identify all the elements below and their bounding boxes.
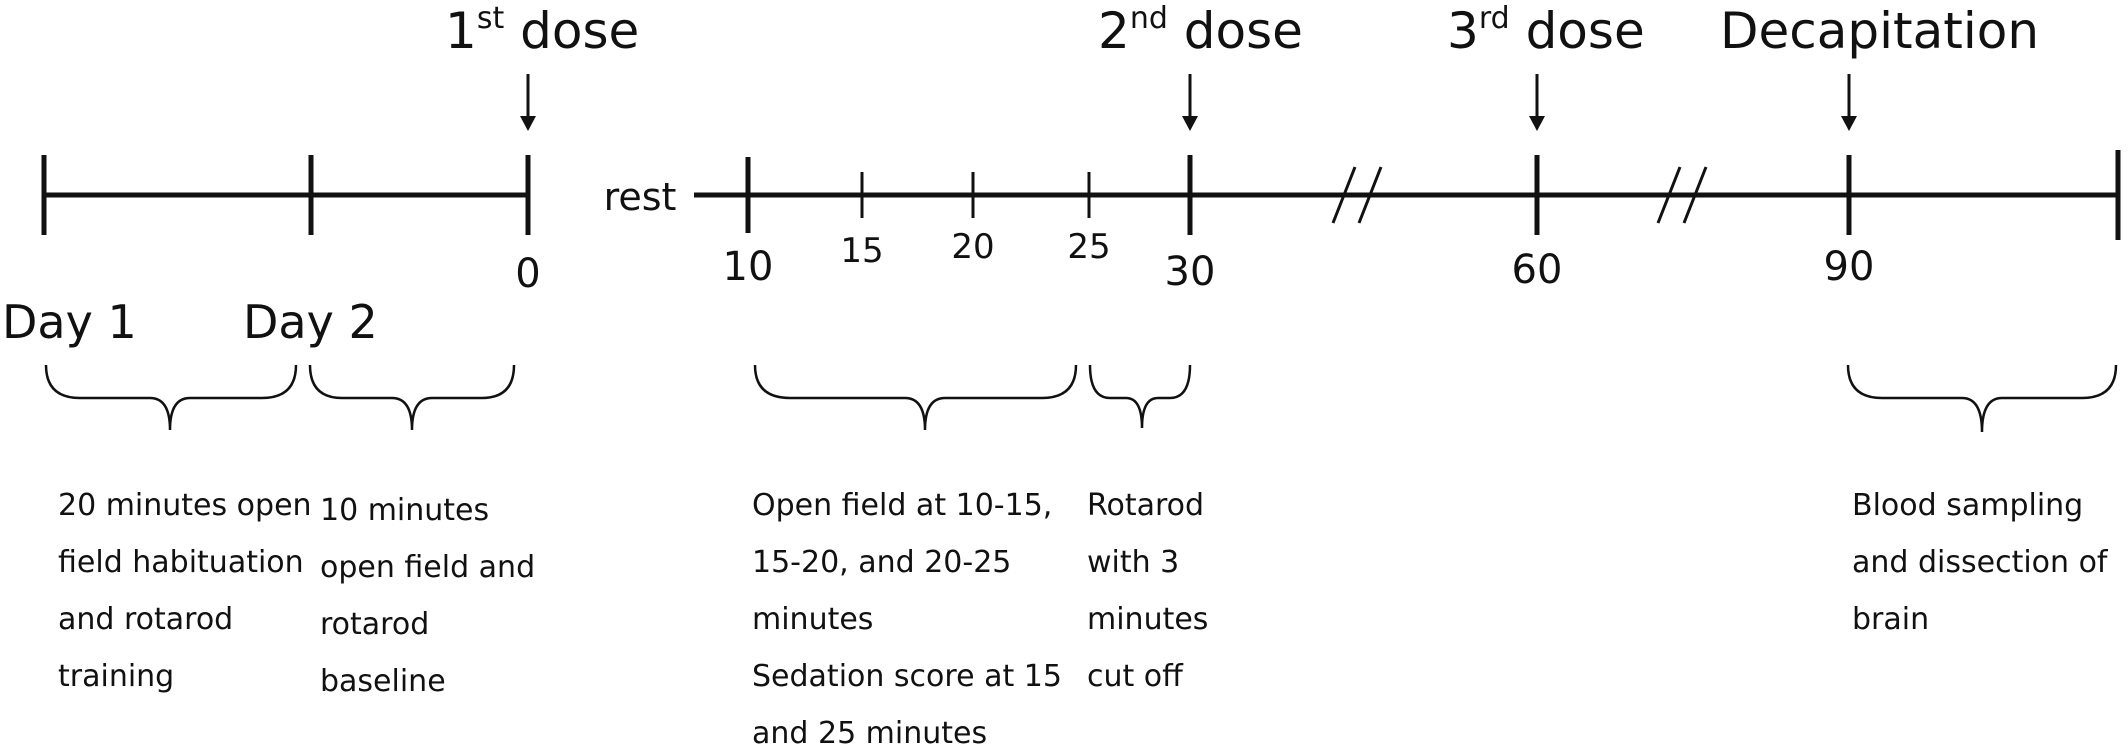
desc-day1: 20 minutes open field habituation and ro… xyxy=(58,488,321,694)
dose-arrows xyxy=(520,74,1857,131)
first-dose-superscript: st xyxy=(477,1,505,36)
brace-blood xyxy=(1846,364,2118,433)
tick-label-10: 10 xyxy=(723,244,774,290)
desc-blood-line3: brain xyxy=(1852,602,1929,637)
arrow-head-first-dose xyxy=(520,116,536,131)
brace-day1 xyxy=(44,364,298,431)
desc-openfield-line2: 15-20, and 20-25 xyxy=(752,545,1011,580)
desc-day2-line2: open field and xyxy=(320,550,535,585)
desc-day2-line1: 10 minutes xyxy=(320,493,489,528)
first-dose-heading: 1st dose xyxy=(445,1,639,60)
tick-label-60: 60 xyxy=(1512,247,1563,293)
brace-openfield xyxy=(753,364,1078,431)
tick-label-15: 15 xyxy=(840,231,883,271)
tick-labels: 0 10 15 20 25 30 60 90 xyxy=(515,227,1874,297)
desc-day1-line3: and rotarod xyxy=(58,602,233,637)
desc-rotarod-line2: with 3 xyxy=(1087,545,1179,580)
arrow-head-decapitation xyxy=(1841,116,1857,131)
third-dose-superscript: rd xyxy=(1479,1,1510,36)
axis-break-markers xyxy=(1331,166,1708,224)
rest-label: rest xyxy=(604,175,677,219)
desc-day2-line4: baseline xyxy=(320,664,446,699)
second-dose-word: dose xyxy=(1168,2,1303,60)
desc-rotarod-line1: Rotarod xyxy=(1087,488,1204,523)
day1-label: Day 1 xyxy=(2,295,137,349)
first-dose-word: dose xyxy=(504,2,639,60)
brace-rotarod xyxy=(1088,364,1192,429)
desc-rotarod-line3: minutes xyxy=(1087,602,1208,637)
desc-rotarod-line4: cut off xyxy=(1087,659,1184,694)
tick-label-30: 30 xyxy=(1165,249,1216,295)
desc-day2: 10 minutes open field and rotarod baseli… xyxy=(320,493,545,699)
desc-openfield-line4: Sedation score at 15 xyxy=(752,659,1062,694)
third-dose-word: dose xyxy=(1510,2,1645,60)
braces xyxy=(44,364,2118,433)
arrow-head-second-dose xyxy=(1182,116,1198,131)
desc-openfield: Open field at 10-15, 15-20, and 20-25 mi… xyxy=(752,488,1071,751)
axis-break-2a xyxy=(1656,166,1682,224)
second-dose-superscript: nd xyxy=(1130,1,1168,36)
tick-label-25: 25 xyxy=(1067,227,1110,267)
decapitation-heading: Decapitation xyxy=(1720,2,2039,60)
desc-blood-line1: Blood sampling xyxy=(1852,488,2083,523)
brace-day2 xyxy=(308,364,516,431)
third-dose-number: 3 xyxy=(1447,2,1479,60)
desc-openfield-line5: and 25 minutes xyxy=(752,716,987,751)
desc-day1-line2: field habituation xyxy=(58,545,304,580)
axis-break-2b xyxy=(1682,166,1708,224)
axis-break-1b xyxy=(1357,166,1383,224)
day2-label: Day 2 xyxy=(243,295,378,349)
desc-rotarod: Rotarod with 3 minutes cut off xyxy=(1087,488,1218,694)
desc-day1-line4: training xyxy=(58,659,174,694)
desc-day1-line1: 20 minutes open xyxy=(58,488,312,523)
second-dose-number: 2 xyxy=(1098,2,1130,60)
first-dose-number: 1 xyxy=(445,2,477,60)
axis-break-1a xyxy=(1331,166,1357,224)
tick-label-0: 0 xyxy=(515,251,540,297)
second-dose-heading: 2nd dose xyxy=(1098,1,1303,60)
third-dose-heading: 3rd dose xyxy=(1447,1,1645,60)
tick-label-90: 90 xyxy=(1824,244,1875,290)
desc-day2-line3: rotarod xyxy=(320,607,429,642)
desc-openfield-line1: Open field at 10-15, xyxy=(752,488,1052,523)
desc-blood-line2: and dissection of xyxy=(1852,545,2109,580)
desc-openfield-line3: minutes xyxy=(752,602,873,637)
desc-blood: Blood sampling and dissection of brain xyxy=(1852,488,2117,637)
timeline-ticks xyxy=(41,150,2121,240)
arrow-head-third-dose xyxy=(1529,116,1545,131)
tick-label-20: 20 xyxy=(951,227,994,267)
